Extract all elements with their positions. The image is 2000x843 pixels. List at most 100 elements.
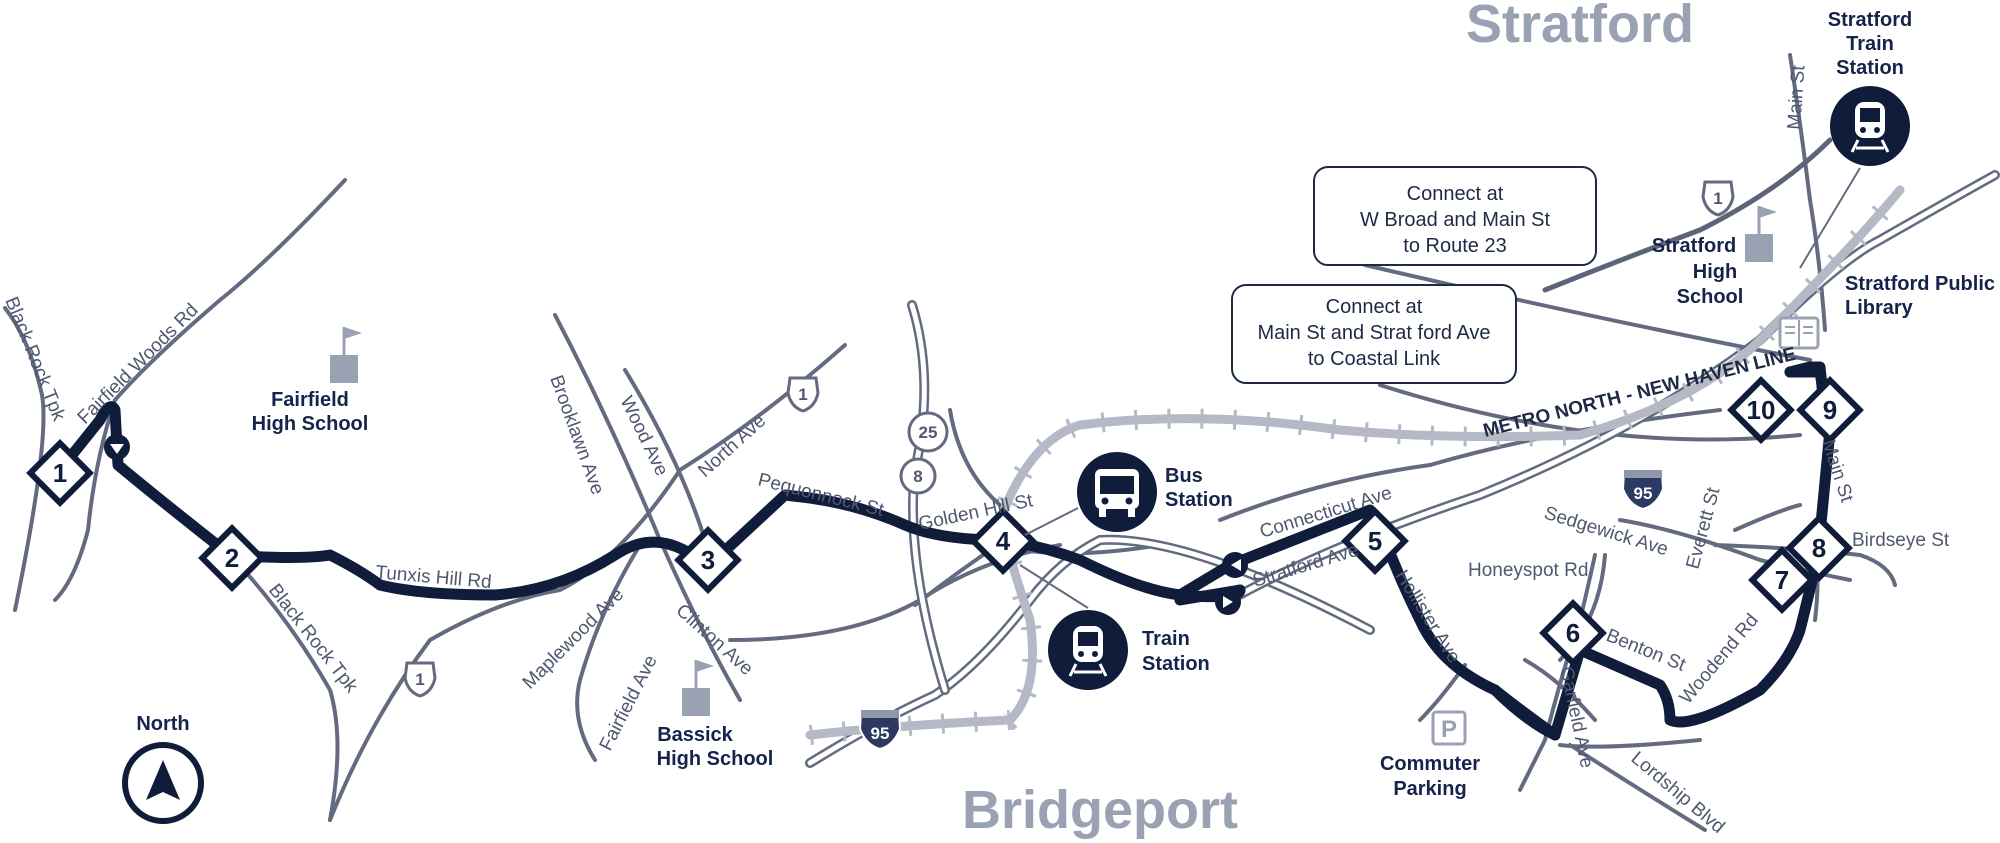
stop-4-number: 4 bbox=[996, 526, 1011, 556]
garfield-south bbox=[1523, 658, 1597, 722]
stop-6[interactable]: 6 bbox=[1539, 599, 1607, 667]
fairfield-hs-label-1: Fairfield bbox=[271, 389, 349, 411]
arrow-right-glyph bbox=[1223, 596, 1233, 608]
golden-hill-approach bbox=[948, 408, 1002, 507]
callout-route23-line1: Connect at bbox=[1407, 183, 1504, 205]
stratford-train-leader bbox=[1799, 167, 1861, 269]
stop-5[interactable]: 5 bbox=[1341, 507, 1409, 575]
stratford-train-station-icon[interactable] bbox=[1830, 86, 1910, 166]
callout-coastal-line3: to Coastal Link bbox=[1308, 348, 1441, 370]
us1-shield-black-rock: 1 bbox=[403, 661, 437, 698]
callout-coastal: Connect at Main St and Strat ford Ave to… bbox=[1231, 284, 1517, 384]
fairfield-hs-flag-icon bbox=[330, 327, 362, 383]
i95-shield-east: 95 bbox=[1621, 468, 1665, 511]
label-black-rock-tpk-2: Black Rock Tpk bbox=[264, 580, 362, 697]
label-brooklawn-ave: Brooklawn Ave bbox=[545, 373, 608, 498]
bus-station-icon[interactable] bbox=[1077, 452, 1157, 532]
north-arrow: North bbox=[122, 713, 204, 824]
stop-9-number: 9 bbox=[1823, 395, 1837, 425]
stop-4[interactable]: 4 bbox=[969, 507, 1037, 575]
commuter-parking-label-1: Commuter bbox=[1380, 753, 1480, 775]
black-rock-tpk-west bbox=[3, 306, 46, 612]
library-label-1: Stratford Public bbox=[1845, 273, 1995, 295]
train-station-icon[interactable] bbox=[1048, 610, 1128, 690]
callout-coastal-line2: Main St and Strat ford Ave bbox=[1257, 322, 1490, 344]
stratford-hs-label-2: High bbox=[1693, 261, 1737, 283]
stop-8[interactable]: 8 bbox=[1785, 514, 1853, 582]
route-segment-central bbox=[1174, 366, 1836, 741]
street-network bbox=[3, 53, 1897, 832]
callout-route23-line2: W Broad and Main St bbox=[1360, 209, 1551, 231]
stop-2-number: 2 bbox=[225, 543, 239, 573]
train-station-label-1: Train bbox=[1142, 628, 1190, 650]
us1-stratford bbox=[1542, 137, 1833, 293]
poi-labels: Fairfield High School Bassick High Schoo… bbox=[252, 9, 1995, 800]
stop-3[interactable]: 3 bbox=[674, 526, 742, 594]
parking-icon: P bbox=[1431, 710, 1467, 746]
us1-shield-north-ave: 1 bbox=[786, 376, 820, 413]
stop-2[interactable]: 2 bbox=[198, 524, 266, 592]
stop-3-number: 3 bbox=[701, 545, 715, 575]
label-birdseye-st: Birdseye St bbox=[1852, 530, 1950, 551]
garfield-ave bbox=[1518, 648, 1572, 792]
library-book-icon bbox=[1778, 316, 1820, 350]
i95-shield-number: 95 bbox=[871, 724, 890, 743]
fairfield-woods-rd bbox=[53, 178, 347, 602]
stratford-hs-flag-icon bbox=[1745, 206, 1777, 262]
stop-markers: 1 2 3 4 5 6 7 8 bbox=[26, 376, 1864, 667]
us1-shield-number: 1 bbox=[798, 385, 807, 404]
west-lordship bbox=[1558, 738, 1702, 749]
ct8-shield-number: 8 bbox=[913, 467, 922, 486]
label-sedgewick-ave: Sedgewick Ave bbox=[1542, 503, 1671, 561]
metro-north-rail bbox=[805, 183, 1908, 745]
label-fairfield-ave: Fairfield Ave bbox=[596, 652, 662, 754]
stop-5-number: 5 bbox=[1368, 526, 1382, 556]
north-arrow-icon bbox=[146, 760, 180, 800]
poi-icons: P bbox=[330, 206, 1820, 746]
stratford-train-label-2: Train bbox=[1846, 33, 1894, 55]
callout-route23-line3: to Route 23 bbox=[1403, 235, 1506, 257]
city-bridgeport: Bridgeport bbox=[962, 780, 1238, 840]
stop-1[interactable]: 1 bbox=[26, 439, 94, 507]
stratford-train-label-3: Station bbox=[1836, 57, 1904, 79]
us1-shield-stratford: 1 bbox=[1701, 180, 1735, 217]
stop-10[interactable]: 10 bbox=[1727, 376, 1795, 444]
bassick-hs-label-1: Bassick bbox=[657, 724, 733, 746]
station-icons bbox=[1019, 86, 1910, 690]
bus-station-leader bbox=[1024, 507, 1079, 536]
stop-9[interactable]: 9 bbox=[1796, 376, 1864, 444]
direction-arrows bbox=[104, 434, 1248, 615]
stop-7[interactable]: 7 bbox=[1748, 546, 1816, 614]
north-ave-west bbox=[328, 468, 682, 822]
maplewood-fairfield bbox=[575, 543, 642, 762]
ct25-shield-number: 25 bbox=[919, 423, 938, 442]
stop-10-number: 10 bbox=[1747, 395, 1776, 425]
library-label-2: Library bbox=[1845, 297, 1914, 319]
commuter-parking-label-2: Parking bbox=[1393, 778, 1466, 800]
label-maplewood-ave: Maplewood Ave bbox=[519, 584, 628, 693]
rail-line bbox=[805, 185, 1905, 740]
train-station-label-2: Station bbox=[1142, 653, 1210, 675]
label-hollister-ave: Hollister Ave bbox=[1391, 567, 1465, 667]
i95-shield-number-2: 95 bbox=[1634, 484, 1653, 503]
label-pequonnock-st: Pequonnock St bbox=[756, 469, 887, 521]
stop-8-number: 8 bbox=[1812, 533, 1826, 563]
stratford-hs-label-1: Stratford bbox=[1652, 235, 1736, 257]
stop-7-number: 7 bbox=[1775, 565, 1789, 595]
route-between-5-6 bbox=[1489, 684, 1561, 741]
arrow-down-glyph bbox=[110, 444, 124, 454]
label-fairfield-woods-rd: Fairfield Woods Rd bbox=[74, 300, 203, 429]
stratford-hs-label-3: School bbox=[1677, 286, 1744, 308]
stop-6-number: 6 bbox=[1566, 618, 1580, 648]
wood-ave bbox=[623, 368, 707, 542]
black-rock-tpk-east bbox=[233, 558, 340, 822]
callout-coastal-line1: Connect at bbox=[1326, 296, 1423, 318]
label-north-ave: North Ave bbox=[694, 411, 770, 482]
stratford-train-label-1: Stratford bbox=[1828, 9, 1912, 31]
train-station-leader bbox=[1019, 564, 1089, 609]
everett-st bbox=[1733, 503, 1802, 532]
ct25-shield: 25 bbox=[907, 411, 949, 453]
arrow-left-glyph bbox=[1231, 559, 1241, 571]
ct8-shield: 8 bbox=[899, 457, 937, 495]
